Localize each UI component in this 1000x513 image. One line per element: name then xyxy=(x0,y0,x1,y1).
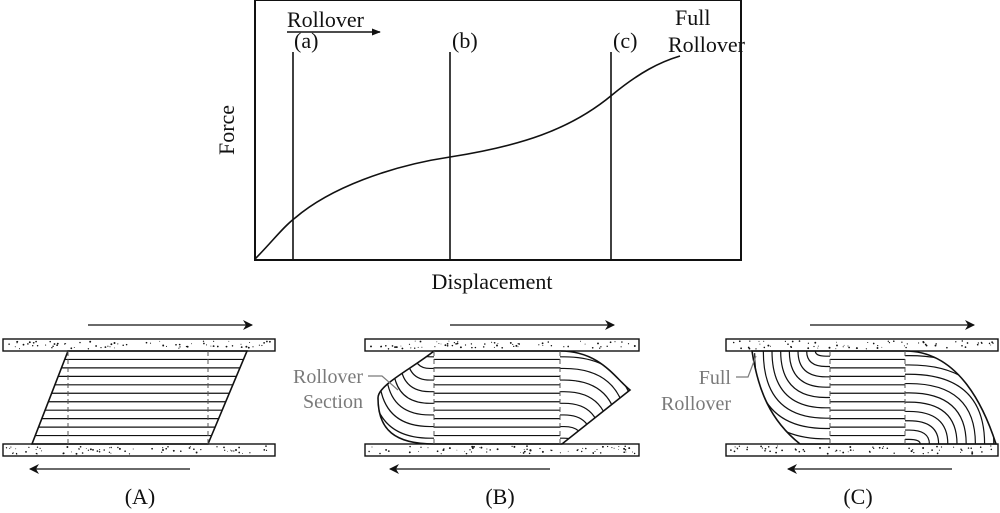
deformed-bearing-outline xyxy=(30,350,249,445)
full-rollover-label-line1: Full xyxy=(675,5,710,30)
force-displacement-chart: Rollover (a) (b) (c) Full Rollover Force… xyxy=(214,0,746,294)
marker-b-label: (b) xyxy=(452,28,478,53)
bottom-plate xyxy=(364,443,640,457)
rollover-section-label-line2: Section xyxy=(303,391,363,413)
panel-a-caption: (A) xyxy=(125,484,156,509)
bottom-plate xyxy=(2,443,276,457)
x-axis-label: Displacement xyxy=(432,269,553,294)
bearing-panel-b: Rollover Section (B) xyxy=(293,320,640,509)
top-plate xyxy=(364,338,640,352)
plate-speckle-texture xyxy=(8,340,271,350)
top-plate xyxy=(2,338,276,352)
plate-speckle-texture xyxy=(368,445,636,455)
panel-b-caption: (B) xyxy=(485,484,514,509)
force-curve xyxy=(254,55,681,260)
marker-c-label: (c) xyxy=(613,28,637,53)
bearing-panel-c: Full Rollover (C) xyxy=(661,320,999,509)
rubber-layers xyxy=(32,358,247,437)
rollover-section-leader xyxy=(368,375,399,391)
deformed-bearing-outline xyxy=(751,350,998,445)
plate-speckle-texture xyxy=(732,340,994,350)
plate-speckle-texture xyxy=(730,445,993,455)
full-rollover-callout-line2: Rollover xyxy=(661,393,731,415)
rollover-section-label-line1: Rollover xyxy=(293,366,363,388)
y-axis-label: Force xyxy=(214,105,239,155)
bearing-panel-a: (A) xyxy=(2,320,276,509)
full-rollover-label-line2: Rollover xyxy=(668,32,746,57)
top-plate xyxy=(725,338,999,352)
full-rollover-callout-line1: Full xyxy=(699,367,732,389)
chart-frame xyxy=(254,0,742,261)
plate-speckle-texture xyxy=(370,340,636,350)
plate-speckle-texture xyxy=(5,445,268,455)
deformed-bearing-outline xyxy=(377,350,632,445)
rollover-label: Rollover xyxy=(287,7,365,32)
full-rollover-leader xyxy=(736,355,757,378)
marker-a-label: (a) xyxy=(294,28,318,53)
panel-c-caption: (C) xyxy=(843,484,872,509)
bottom-plate xyxy=(725,443,999,457)
rubber-layers xyxy=(378,351,630,444)
